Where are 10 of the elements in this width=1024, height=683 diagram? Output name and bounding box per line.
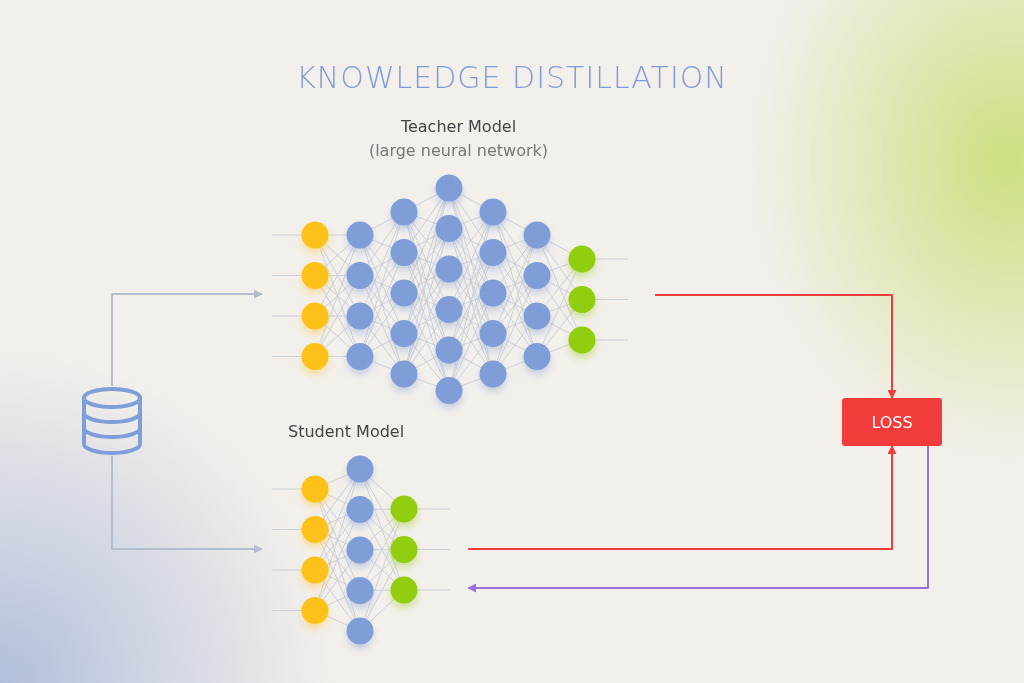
model-heading: Student Model — [288, 422, 405, 441]
arrow — [111, 289, 263, 387]
model-heading: Teacher Model — [399, 117, 518, 136]
arrow — [467, 445, 897, 550]
loss-box: LOSS — [842, 398, 942, 446]
diagram-title: KNOWLEDGE DISTILLATION — [295, 60, 729, 95]
model-subheading: (large neural network) — [367, 141, 550, 160]
arrow — [654, 294, 897, 399]
arrow — [467, 445, 929, 593]
arrow — [111, 455, 263, 554]
